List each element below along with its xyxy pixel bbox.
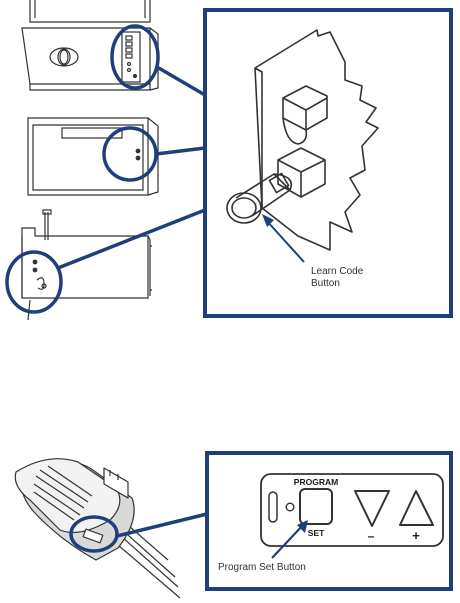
opener-unit-1-icon — [21, 0, 159, 91]
led-slot-icon — [268, 491, 278, 523]
opener-unit-3-icon — [21, 209, 152, 321]
plus-label: + — [412, 528, 420, 543]
callout-circle-4 — [69, 515, 119, 553]
minus-button[interactable] — [354, 490, 390, 527]
control-panel — [260, 473, 444, 547]
circuit-board-icon — [226, 29, 379, 251]
set-label: SET — [308, 528, 325, 538]
learn-code-pointer — [262, 214, 305, 263]
opener-with-rail-icon — [14, 458, 181, 599]
program-label: PROGRAM — [294, 477, 338, 487]
callout-line-4 — [116, 512, 208, 538]
program-set-callout-label: Program Set Button — [218, 562, 306, 573]
callout-line-2 — [155, 146, 206, 156]
program-set-button[interactable] — [299, 488, 333, 525]
callout-line-3 — [57, 208, 206, 270]
opener-unit-2-icon — [27, 117, 159, 196]
detail-frame-top — [203, 8, 453, 318]
callout-circle-1 — [110, 24, 160, 90]
callout-circle-3 — [5, 250, 63, 314]
plus-button[interactable] — [399, 490, 434, 526]
minus-label: – — [368, 529, 375, 543]
program-set-pointer — [271, 520, 308, 559]
learn-code-label-line1: Learn Code — [311, 266, 364, 277]
learn-code-label-line2: Button — [311, 278, 340, 289]
callout-line-1 — [156, 65, 206, 97]
led-indicator-icon — [285, 502, 295, 512]
